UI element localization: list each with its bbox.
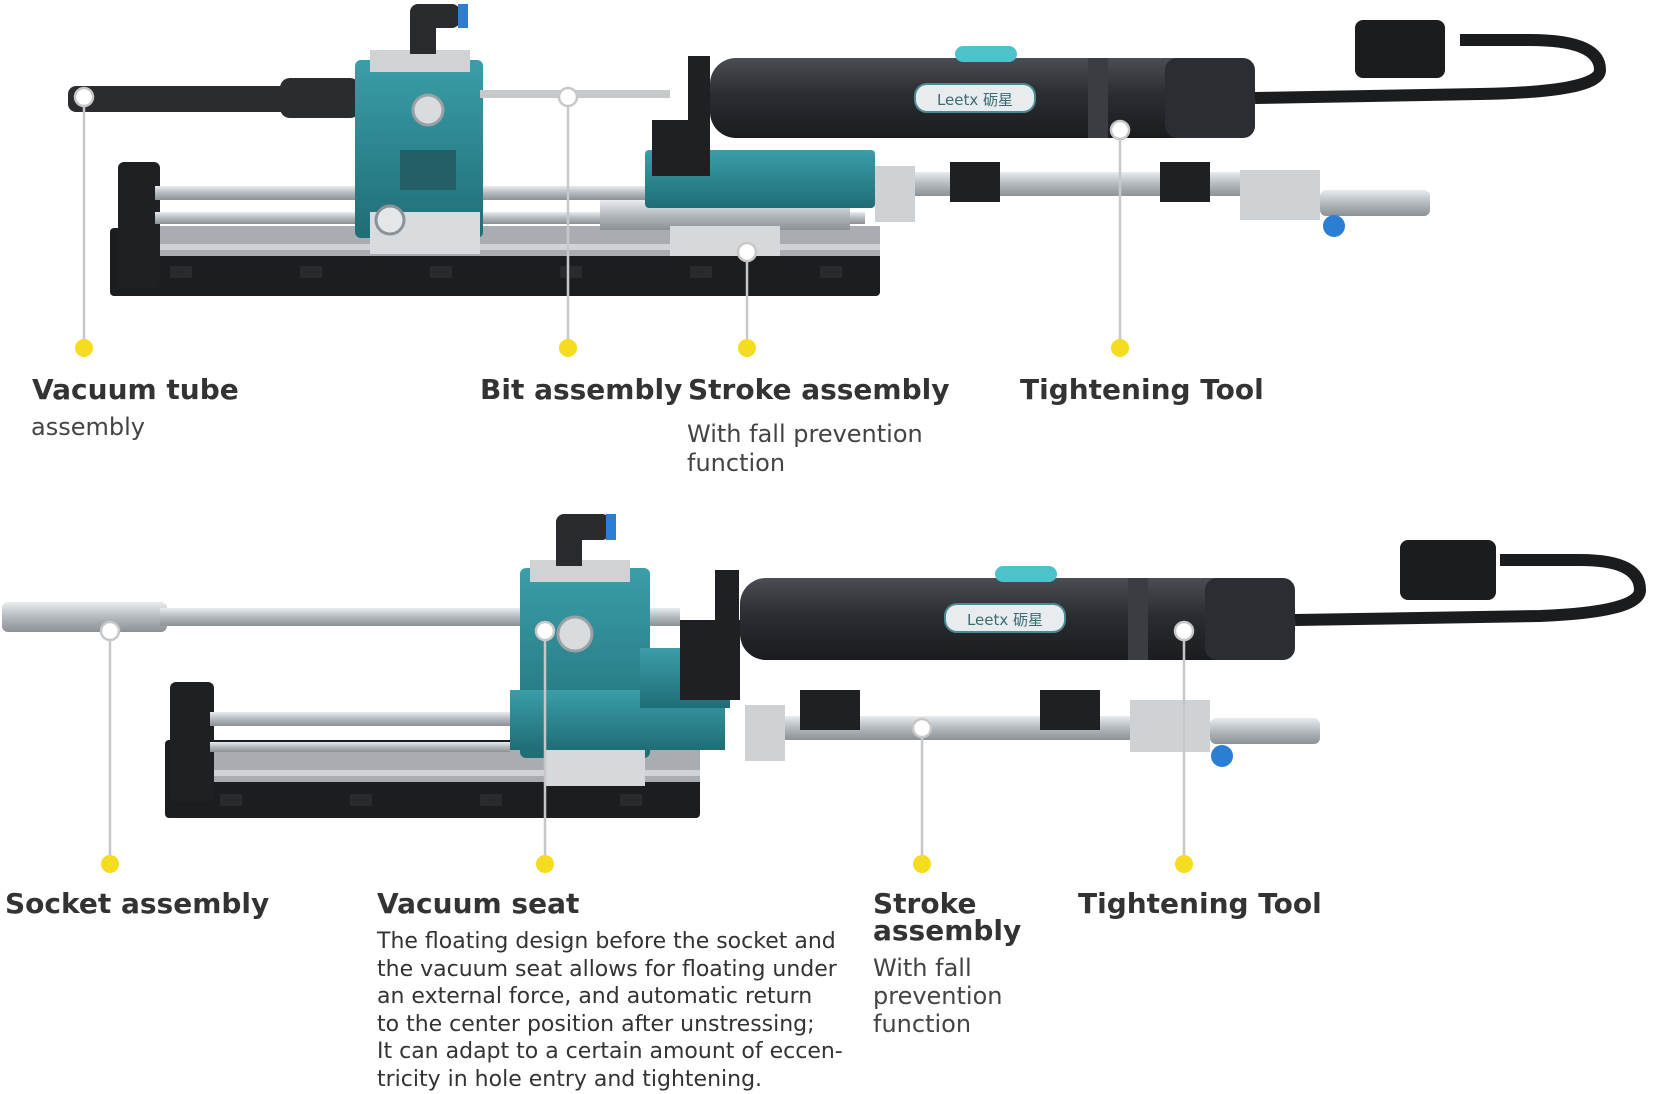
top-callout-ring-bit bbox=[557, 86, 579, 108]
bottom-assembly bbox=[2, 514, 1647, 818]
vacuum-seat-desc-line: an external force, and automatic return bbox=[377, 984, 813, 1009]
top-callout-dot-tool bbox=[1111, 339, 1129, 357]
label-tightening-tool-bottom: Tightening Tool bbox=[1078, 887, 1322, 920]
top-brand-logo: Leetx 砺星 bbox=[937, 91, 1013, 109]
label-stroke-assembly-bottom-2: assembly bbox=[873, 914, 1022, 947]
bottom-socket-rod bbox=[2, 602, 167, 632]
label-vacuum-tube-sub: assembly bbox=[31, 413, 145, 441]
vacuum-seat-desc-line: the vacuum seat allows for floating unde… bbox=[377, 956, 837, 982]
bottom-brand-logo: Leetx 砺星 bbox=[967, 611, 1043, 629]
label-stroke-assembly-sub-2: function bbox=[687, 449, 786, 477]
bottom-callout-dot-stroke bbox=[913, 855, 931, 873]
top-callout-ring-tool bbox=[1109, 119, 1131, 141]
bottom-callout-ring-vacuum-seat bbox=[534, 620, 556, 642]
top-callout-dot-vacuum-tube bbox=[75, 339, 93, 357]
label-stroke-assembly-sub-1: With fall prevention bbox=[687, 420, 923, 448]
label-stroke-assembly-title: Stroke assembly bbox=[688, 373, 950, 406]
vacuum-seat-desc-line: The floating design before the socket an… bbox=[377, 929, 836, 954]
stroke-bottom-sub-line: With fall bbox=[873, 954, 972, 982]
vacuum-seat-desc-line: It can adapt to a certain amount of ecce… bbox=[377, 1039, 843, 1064]
label-vacuum-tube-title: Vacuum tube bbox=[32, 373, 239, 406]
top-callout-dot-bit bbox=[559, 339, 577, 357]
label-socket-assembly: Socket assembly bbox=[5, 887, 270, 920]
label-stroke-bottom-sub: With fall prevention function bbox=[873, 954, 1003, 1038]
stroke-bottom-sub-line: function bbox=[873, 1010, 972, 1038]
top-assembly bbox=[68, 4, 1607, 296]
bottom-callout-dot-vacuum-seat bbox=[536, 855, 554, 873]
vacuum-seat-desc-line: tricity in hole entry and tightening. bbox=[377, 1066, 763, 1092]
top-callout-dot-stroke bbox=[738, 339, 756, 357]
bottom-callout-ring-tool bbox=[1173, 620, 1195, 642]
label-vacuum-seat-title: Vacuum seat bbox=[377, 887, 580, 920]
bottom-callouts bbox=[108, 631, 1186, 864]
top-callout-ring-vacuum-tube bbox=[73, 86, 95, 108]
bottom-callout-dot-socket bbox=[101, 855, 119, 873]
top-vacuum-tube bbox=[68, 86, 288, 112]
top-callouts bbox=[82, 97, 1122, 348]
label-stroke-assembly-bottom-1: Stroke bbox=[873, 887, 977, 920]
bottom-callout-dot-tool bbox=[1175, 855, 1193, 873]
top-teal-block bbox=[355, 60, 483, 238]
vacuum-seat-description: The floating design before the socket an… bbox=[377, 928, 847, 1093]
top-callout-ring-stroke bbox=[736, 241, 758, 263]
label-tightening-tool-top: Tightening Tool bbox=[1020, 373, 1264, 406]
bottom-callout-ring-socket bbox=[99, 620, 121, 642]
stroke-bottom-sub-line: prevention bbox=[873, 982, 1003, 1010]
top-stroke-cylinder bbox=[880, 172, 1300, 196]
label-bit-assembly-title: Bit assembly bbox=[480, 373, 683, 406]
vacuum-seat-desc-line: to the center position after unstressing… bbox=[377, 1011, 815, 1037]
bottom-callout-ring-stroke bbox=[911, 717, 933, 739]
